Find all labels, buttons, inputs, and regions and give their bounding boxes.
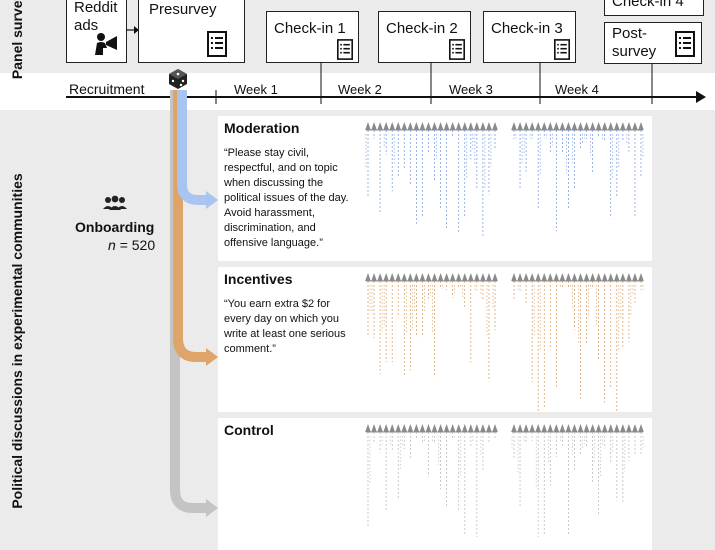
checkin3-label: Check-in 3	[491, 20, 563, 37]
checkin2-label: Check-in 2	[386, 20, 458, 37]
control-panel: Control	[218, 418, 652, 550]
week-3-label: Week 3	[449, 82, 493, 97]
checkin3-box: Check-in 3	[483, 11, 576, 63]
moderation-tree-week1	[365, 122, 498, 238]
control-title: Control	[224, 422, 274, 438]
incentives-path	[173, 90, 208, 362]
document-list-icon	[207, 31, 227, 57]
week-4-label: Week 4	[555, 82, 599, 97]
recruitment-label: Recruitment	[69, 81, 145, 97]
group-people-icon	[103, 195, 127, 210]
incentives-tree-week1	[365, 273, 498, 382]
moderation-tree-week2	[511, 122, 644, 232]
presurvey-box: Presurvey	[138, 0, 245, 63]
postsurvey-label: Post-survey	[612, 25, 657, 60]
checkin4-box: Check-in 4	[604, 0, 704, 16]
postsurvey-box: Post-survey	[604, 22, 702, 64]
control-path	[170, 90, 208, 513]
document-list-icon	[337, 39, 353, 60]
moderation-path	[177, 90, 208, 205]
document-list-icon	[675, 31, 695, 57]
week-2-label: Week 2	[338, 82, 382, 97]
incentives-quote: “You earn extra $2 for every day on whic…	[224, 298, 346, 355]
week-1-label: Week 1	[234, 82, 278, 97]
dice-icon	[169, 69, 187, 89]
control-tree-week2	[511, 424, 644, 537]
reddit-ads-label: Reddit ads	[74, 0, 118, 34]
ads-to-presurvey-arrow	[126, 26, 139, 34]
control-tree-week1	[365, 424, 498, 538]
moderation-panel: Moderation “Please stay civil, respectfu…	[218, 116, 652, 261]
document-list-icon	[554, 39, 570, 60]
onboarding-n: n = 520	[108, 237, 155, 253]
onboarding-label: Onboarding	[75, 219, 155, 235]
incentives-tree-week2	[511, 273, 644, 414]
moderation-title: Moderation	[224, 120, 300, 136]
assignment-paths	[170, 90, 218, 517]
incentives-title: Incentives	[224, 271, 293, 287]
n-symbol: n	[108, 237, 116, 253]
document-list-icon	[449, 39, 465, 60]
megaphone-person-icon	[95, 33, 117, 55]
incentives-panel: Incentives “You earn extra $2 for every …	[218, 267, 652, 414]
checkin1-box: Check-in 1	[266, 11, 359, 63]
checkin1-label: Check-in 1	[274, 20, 346, 37]
reddit-ads-box: Reddit ads	[66, 0, 127, 63]
moderation-quote: “Please stay civil, respectful, and on t…	[224, 147, 349, 249]
checkin2-box: Check-in 2	[378, 11, 471, 63]
presurvey-label: Presurvey	[149, 1, 217, 18]
n-value: = 520	[119, 237, 156, 253]
checkin4-label: Check-in 4	[612, 0, 684, 10]
